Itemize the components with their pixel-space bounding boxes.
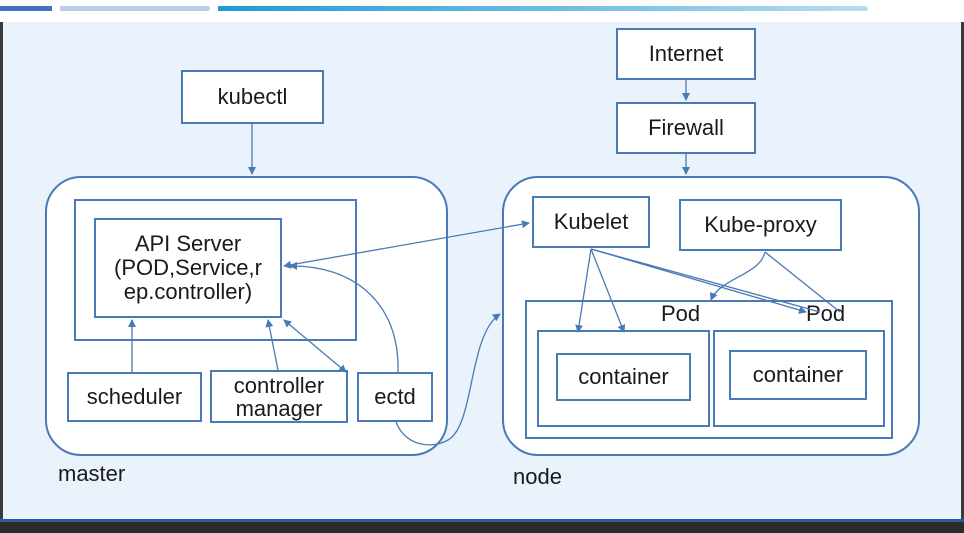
bottom-bar bbox=[0, 522, 964, 533]
pod-box bbox=[713, 330, 885, 427]
accent-stripe bbox=[0, 6, 52, 11]
firewall-label: Firewall bbox=[648, 115, 724, 140]
kubectl-label: kubectl bbox=[217, 84, 288, 109]
accent-stripe bbox=[218, 6, 868, 11]
kubelet-label: Kubelet bbox=[553, 209, 629, 234]
kubectl-box: kubectl bbox=[181, 70, 324, 124]
controller-manager-line: controller bbox=[233, 372, 325, 398]
kube-proxy-label: Kube-proxy bbox=[704, 212, 817, 237]
pod-label: Pod bbox=[661, 301, 701, 326]
api-server-line: ep.controller) bbox=[123, 279, 253, 304]
title-bar bbox=[0, 0, 964, 22]
api-server-line: API Server bbox=[134, 231, 242, 256]
node-label: node bbox=[513, 464, 562, 489]
controller-manager-line: manager bbox=[235, 395, 323, 421]
kubelet-box: Kubelet bbox=[532, 196, 650, 248]
pod-label: Pod bbox=[806, 301, 846, 326]
container-box: container bbox=[556, 353, 691, 401]
api-etcd-arrow bbox=[283, 319, 347, 373]
container-label: container bbox=[752, 362, 844, 387]
etcd-box: ectd bbox=[357, 372, 433, 422]
api-server-line: (POD,Service,r bbox=[114, 255, 262, 280]
api-server-box: API Server (POD,Service,r ep.controller) bbox=[94, 218, 282, 318]
bottom-accent bbox=[0, 519, 964, 522]
scheduler-label: scheduler bbox=[86, 384, 183, 409]
kubelet-to-pod-arrow bbox=[590, 248, 626, 333]
api-kubelet-arrow bbox=[283, 220, 530, 269]
etcd-label: ectd bbox=[374, 384, 416, 409]
kube-proxy-box: Kube-proxy bbox=[679, 199, 842, 251]
frame-edge bbox=[961, 22, 964, 522]
kubeproxy-to-pod-line bbox=[764, 251, 841, 313]
master-label: master bbox=[58, 461, 126, 486]
controller-to-api-arrow bbox=[265, 319, 279, 371]
etcd-to-node-arrow bbox=[395, 313, 501, 446]
container-label: container bbox=[578, 364, 669, 389]
container-box: container bbox=[729, 350, 867, 400]
kubelet-to-pod-arrow bbox=[575, 248, 592, 333]
api-server-frame bbox=[74, 199, 357, 341]
pods-frame bbox=[525, 300, 893, 439]
internet-label: Internet bbox=[648, 41, 724, 66]
accent-stripe bbox=[60, 6, 210, 11]
kubeproxy-to-pod-arrow bbox=[709, 251, 766, 301]
internet-box: Internet bbox=[616, 28, 756, 80]
kubelet-to-pod-line bbox=[590, 248, 821, 313]
etcd-to-api-arrow bbox=[289, 261, 399, 373]
frame-edge bbox=[0, 22, 3, 522]
scheduler-box: scheduler bbox=[67, 372, 202, 422]
controller-manager-box: controller manager bbox=[210, 370, 348, 423]
firewall-box: Firewall bbox=[616, 102, 756, 154]
